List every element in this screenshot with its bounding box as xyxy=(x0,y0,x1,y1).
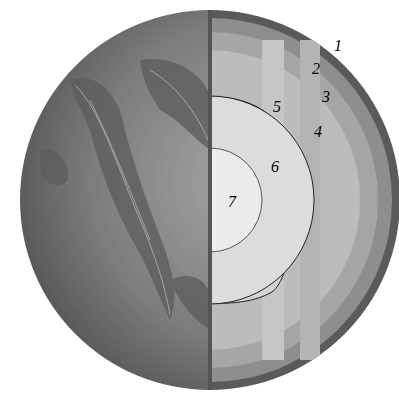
globe-surface xyxy=(20,10,210,390)
callout-number: 1 xyxy=(334,38,342,54)
callout-number: 2 xyxy=(312,61,320,77)
callout-number: 4 xyxy=(314,124,322,140)
callout-number: 7 xyxy=(228,194,236,210)
divider-line xyxy=(208,10,212,390)
callout-number: 3 xyxy=(322,89,330,105)
callout-number: 6 xyxy=(271,159,279,175)
callout-number: 5 xyxy=(273,99,281,115)
earth-layers xyxy=(210,10,399,390)
